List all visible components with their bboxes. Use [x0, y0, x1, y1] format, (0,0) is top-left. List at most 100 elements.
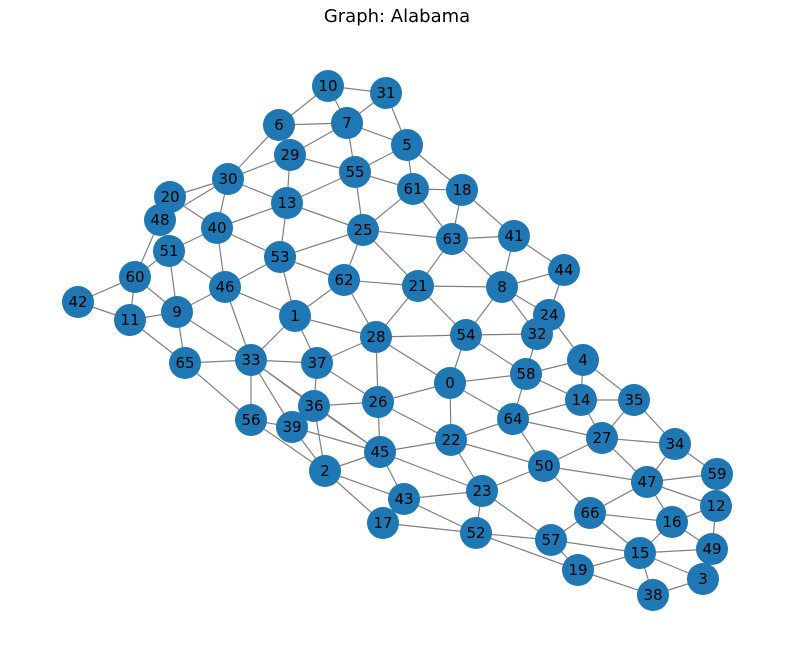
node-6: 6 [263, 109, 295, 141]
node-47: 47 [631, 466, 663, 498]
node-label: 0 [445, 374, 455, 392]
node-label: 28 [366, 328, 385, 346]
node-39: 39 [276, 411, 308, 443]
node-12: 12 [700, 490, 732, 522]
node-60: 60 [119, 261, 151, 293]
node-15: 15 [624, 537, 656, 569]
node-label: 66 [580, 504, 599, 522]
node-circle [364, 436, 396, 468]
node-label: 5 [402, 136, 412, 154]
node-label: 29 [280, 146, 299, 164]
node-circle [235, 404, 267, 436]
node-label: 34 [665, 435, 684, 453]
node-4: 4 [567, 344, 599, 376]
node-circle [624, 537, 656, 569]
node-label: 59 [707, 465, 726, 483]
node-circle [631, 466, 663, 498]
node-circle [144, 204, 176, 236]
node-circle [201, 212, 233, 244]
node-label: 42 [68, 293, 87, 311]
node-label: 45 [370, 443, 389, 461]
node-circle [360, 321, 392, 353]
node-circle [402, 270, 434, 302]
node-circle [450, 319, 482, 351]
node-circle [436, 223, 468, 255]
node-53: 53 [264, 241, 296, 273]
node-circle [276, 411, 308, 443]
graph-title: Graph: Alabama [323, 6, 471, 27]
node-label: 32 [527, 325, 546, 343]
node-label: 46 [215, 278, 234, 296]
node-23: 23 [466, 475, 498, 507]
node-3: 3 [687, 563, 719, 595]
node-8: 8 [486, 271, 518, 303]
node-circle [548, 254, 580, 286]
node-17: 17 [367, 507, 399, 539]
node-label: 57 [541, 531, 560, 549]
node-circle [656, 506, 688, 538]
node-circle [298, 390, 330, 422]
node-label: 47 [637, 473, 656, 491]
node-label: 65 [175, 354, 194, 372]
node-52: 52 [460, 517, 492, 549]
node-circle [279, 300, 311, 332]
node-circle [119, 261, 151, 293]
node-46: 46 [209, 271, 241, 303]
node-label: 61 [403, 180, 422, 198]
node-label: 1 [290, 307, 300, 325]
node-circle [528, 450, 560, 482]
node-label: 9 [172, 303, 182, 321]
node-circle [460, 517, 492, 549]
node-label: 48 [150, 211, 169, 229]
node-circle [153, 235, 185, 267]
node-label: 15 [630, 544, 649, 562]
node-57: 57 [535, 524, 567, 556]
node-circle [434, 367, 466, 399]
node-circle [562, 554, 594, 586]
node-18: 18 [446, 174, 478, 206]
node-circle [659, 428, 691, 460]
node-circle [391, 129, 423, 161]
node-label: 53 [270, 248, 289, 266]
node-26: 26 [362, 386, 394, 418]
node-label: 52 [466, 524, 485, 542]
node-25: 25 [347, 214, 379, 246]
node-56: 56 [235, 404, 267, 436]
node-label: 10 [318, 77, 337, 95]
node-circle [535, 524, 567, 556]
node-label: 13 [277, 194, 296, 212]
node-42: 42 [62, 286, 94, 318]
node-circle [309, 455, 341, 487]
node-36: 36 [298, 390, 330, 422]
node-65: 65 [169, 347, 201, 379]
node-7: 7 [331, 107, 363, 139]
node-19: 19 [562, 554, 594, 586]
node-29: 29 [274, 139, 306, 171]
node-64: 64 [497, 403, 529, 435]
node-circle [263, 109, 295, 141]
node-label: 60 [125, 268, 144, 286]
node-2: 2 [309, 455, 341, 487]
node-11: 11 [114, 304, 146, 336]
node-circle [312, 70, 344, 102]
node-0: 0 [434, 367, 466, 399]
node-label: 19 [568, 561, 587, 579]
node-35: 35 [618, 384, 650, 416]
node-circle [169, 347, 201, 379]
node-label: 44 [554, 261, 573, 279]
node-circle [510, 358, 542, 390]
node-circle [388, 483, 420, 515]
node-label: 8 [497, 278, 507, 296]
node-label: 36 [304, 397, 323, 415]
node-59: 59 [701, 458, 733, 490]
node-label: 18 [452, 181, 471, 199]
node-circle [696, 533, 728, 565]
node-label: 2 [320, 462, 330, 480]
node-circle [565, 384, 597, 416]
node-30: 30 [212, 163, 244, 195]
node-label: 62 [334, 271, 353, 289]
node-10: 10 [312, 70, 344, 102]
node-circle [114, 304, 146, 336]
node-13: 13 [271, 187, 303, 219]
node-label: 64 [503, 410, 522, 428]
